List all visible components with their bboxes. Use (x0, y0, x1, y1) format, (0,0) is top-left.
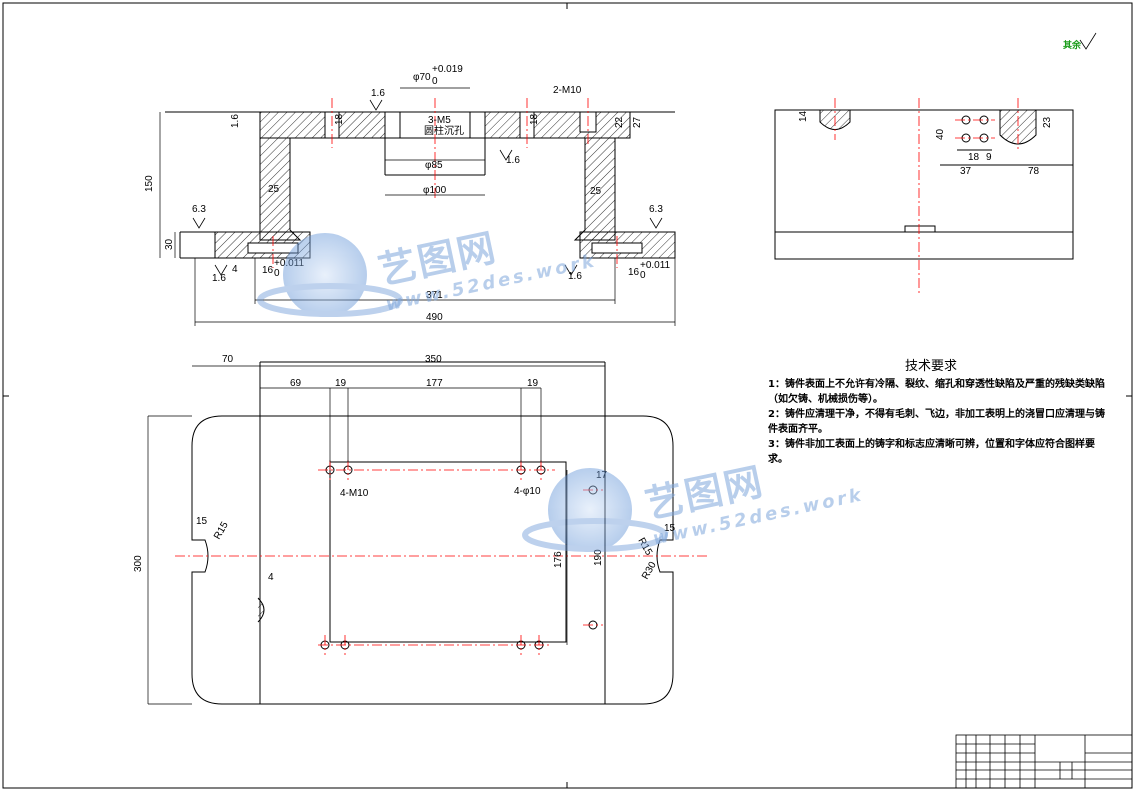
tech-requirements-title: 技术要求 (905, 359, 958, 374)
dim-w4-front: 4 (232, 264, 238, 275)
dim-w9: 9 (986, 152, 992, 163)
side-centerlines (834, 98, 1019, 295)
dim-h22: 22 (614, 116, 625, 128)
dim-h14: 14 (798, 110, 809, 122)
dim-w18b: 18 (529, 113, 540, 125)
dim-tol16-upper-b: +0.011 (640, 260, 671, 271)
side-view (774, 109, 1074, 260)
dim-ra-2: 1.6 (230, 114, 241, 128)
dim-ra-1: 1.6 (371, 88, 385, 99)
top-right-roughness-label: 其余 (1063, 41, 1082, 51)
plan-centerlines (175, 460, 710, 655)
watermark-globe-2 (522, 468, 668, 552)
dim-w16a: 16 (262, 265, 274, 276)
dim-w37: 37 (960, 166, 972, 177)
dim-w25b: 25 (590, 186, 602, 197)
dim-h40: 40 (935, 128, 946, 140)
dim-m5: 3-M5 (428, 115, 451, 126)
tech-item-1: 1：铸件表面上不允许有冷隔、裂纹、缩孔和穿透性缺陷及严重的残缺类缺陷（如欠铸、机… (768, 379, 1105, 405)
dim-w4-plan: 4 (268, 572, 274, 583)
dim-ra-5: 1.6 (568, 271, 582, 282)
dim-h300: 300 (133, 555, 144, 572)
dim-h23: 23 (1042, 116, 1053, 128)
dim-4-d10: 4-φ10 (514, 486, 541, 497)
dim-r30: R30 (640, 560, 659, 582)
dim-d100: φ100 (423, 185, 447, 196)
dim-4-m10: 4-M10 (340, 488, 369, 499)
dim-w18-side: 18 (968, 152, 980, 163)
tech-requirements-list: 1：铸件表面上不允许有冷隔、裂纹、缩孔和穿透性缺陷及严重的残缺类缺陷（如欠铸、机… (768, 378, 1113, 468)
dim-ra-3: 1.6 (506, 155, 520, 166)
dim-w25a: 25 (268, 184, 280, 195)
dim-h190: 190 (593, 549, 604, 566)
dim-w18a: 18 (334, 113, 345, 125)
front-dimension-text: φ70 +0.019 0 3-M5 圆柱沉孔 2-M10 φ85 φ100 15… (144, 64, 671, 323)
dim-ra-6: 6.3 (192, 204, 206, 215)
roughness-symbols (192, 99, 663, 276)
dim-w19a: 19 (335, 378, 347, 389)
dim-tol16-lower-b: 0 (640, 270, 646, 281)
tech-item-3: 3：铸件非加工表面上的铸字和标志应清晰可辨，位置和字体应符合图样要求。 (768, 439, 1095, 465)
dim-w78: 78 (1028, 166, 1040, 177)
dim-h27: 27 (632, 116, 643, 128)
roughness-other-icon (1079, 32, 1097, 50)
dim-d70-tol-upper: +0.019 (432, 64, 463, 75)
dim-w177: 177 (426, 378, 443, 389)
dim-w69: 69 (290, 378, 302, 389)
dim-w16b: 16 (628, 267, 640, 278)
dim-h150: 150 (144, 175, 155, 192)
front-centerlines (272, 98, 618, 268)
title-block (955, 734, 1133, 789)
dim-h176: 176 (553, 551, 564, 568)
dim-tol16-lower-a: 0 (274, 268, 280, 279)
dim-d70-tol-lower: 0 (432, 76, 438, 87)
dim-w490: 490 (426, 312, 443, 323)
tech-item-2: 2：铸件应清理干净，不得有毛刺、飞边，非加工表明上的浇冒口应清理与铸件表面齐平。 (768, 409, 1105, 435)
dim-w15a: 15 (196, 516, 208, 527)
dim-w70: 70 (222, 354, 234, 365)
dim-w350: 350 (425, 354, 442, 365)
dim-w15b: 15 (664, 523, 676, 534)
dim-ra-7: 6.3 (649, 204, 663, 215)
dim-m5-note: 圆柱沉孔 (424, 124, 464, 137)
plan-dimension-lines (147, 365, 606, 705)
front-section-view (165, 111, 676, 259)
dim-ra-4: 1.6 (212, 273, 226, 284)
side-dimension-text: 14 40 23 18 9 37 78 (798, 110, 1053, 177)
dim-m10-front: 2-M10 (553, 85, 582, 96)
dim-w19b: 19 (527, 378, 539, 389)
dim-d70: φ70 (413, 72, 431, 83)
dim-w371: 371 (426, 290, 443, 301)
watermark-globe-1 (257, 233, 403, 317)
dim-r15a: R15 (212, 520, 231, 542)
dim-h30: 30 (164, 238, 175, 250)
dim-d85: φ85 (425, 160, 443, 171)
